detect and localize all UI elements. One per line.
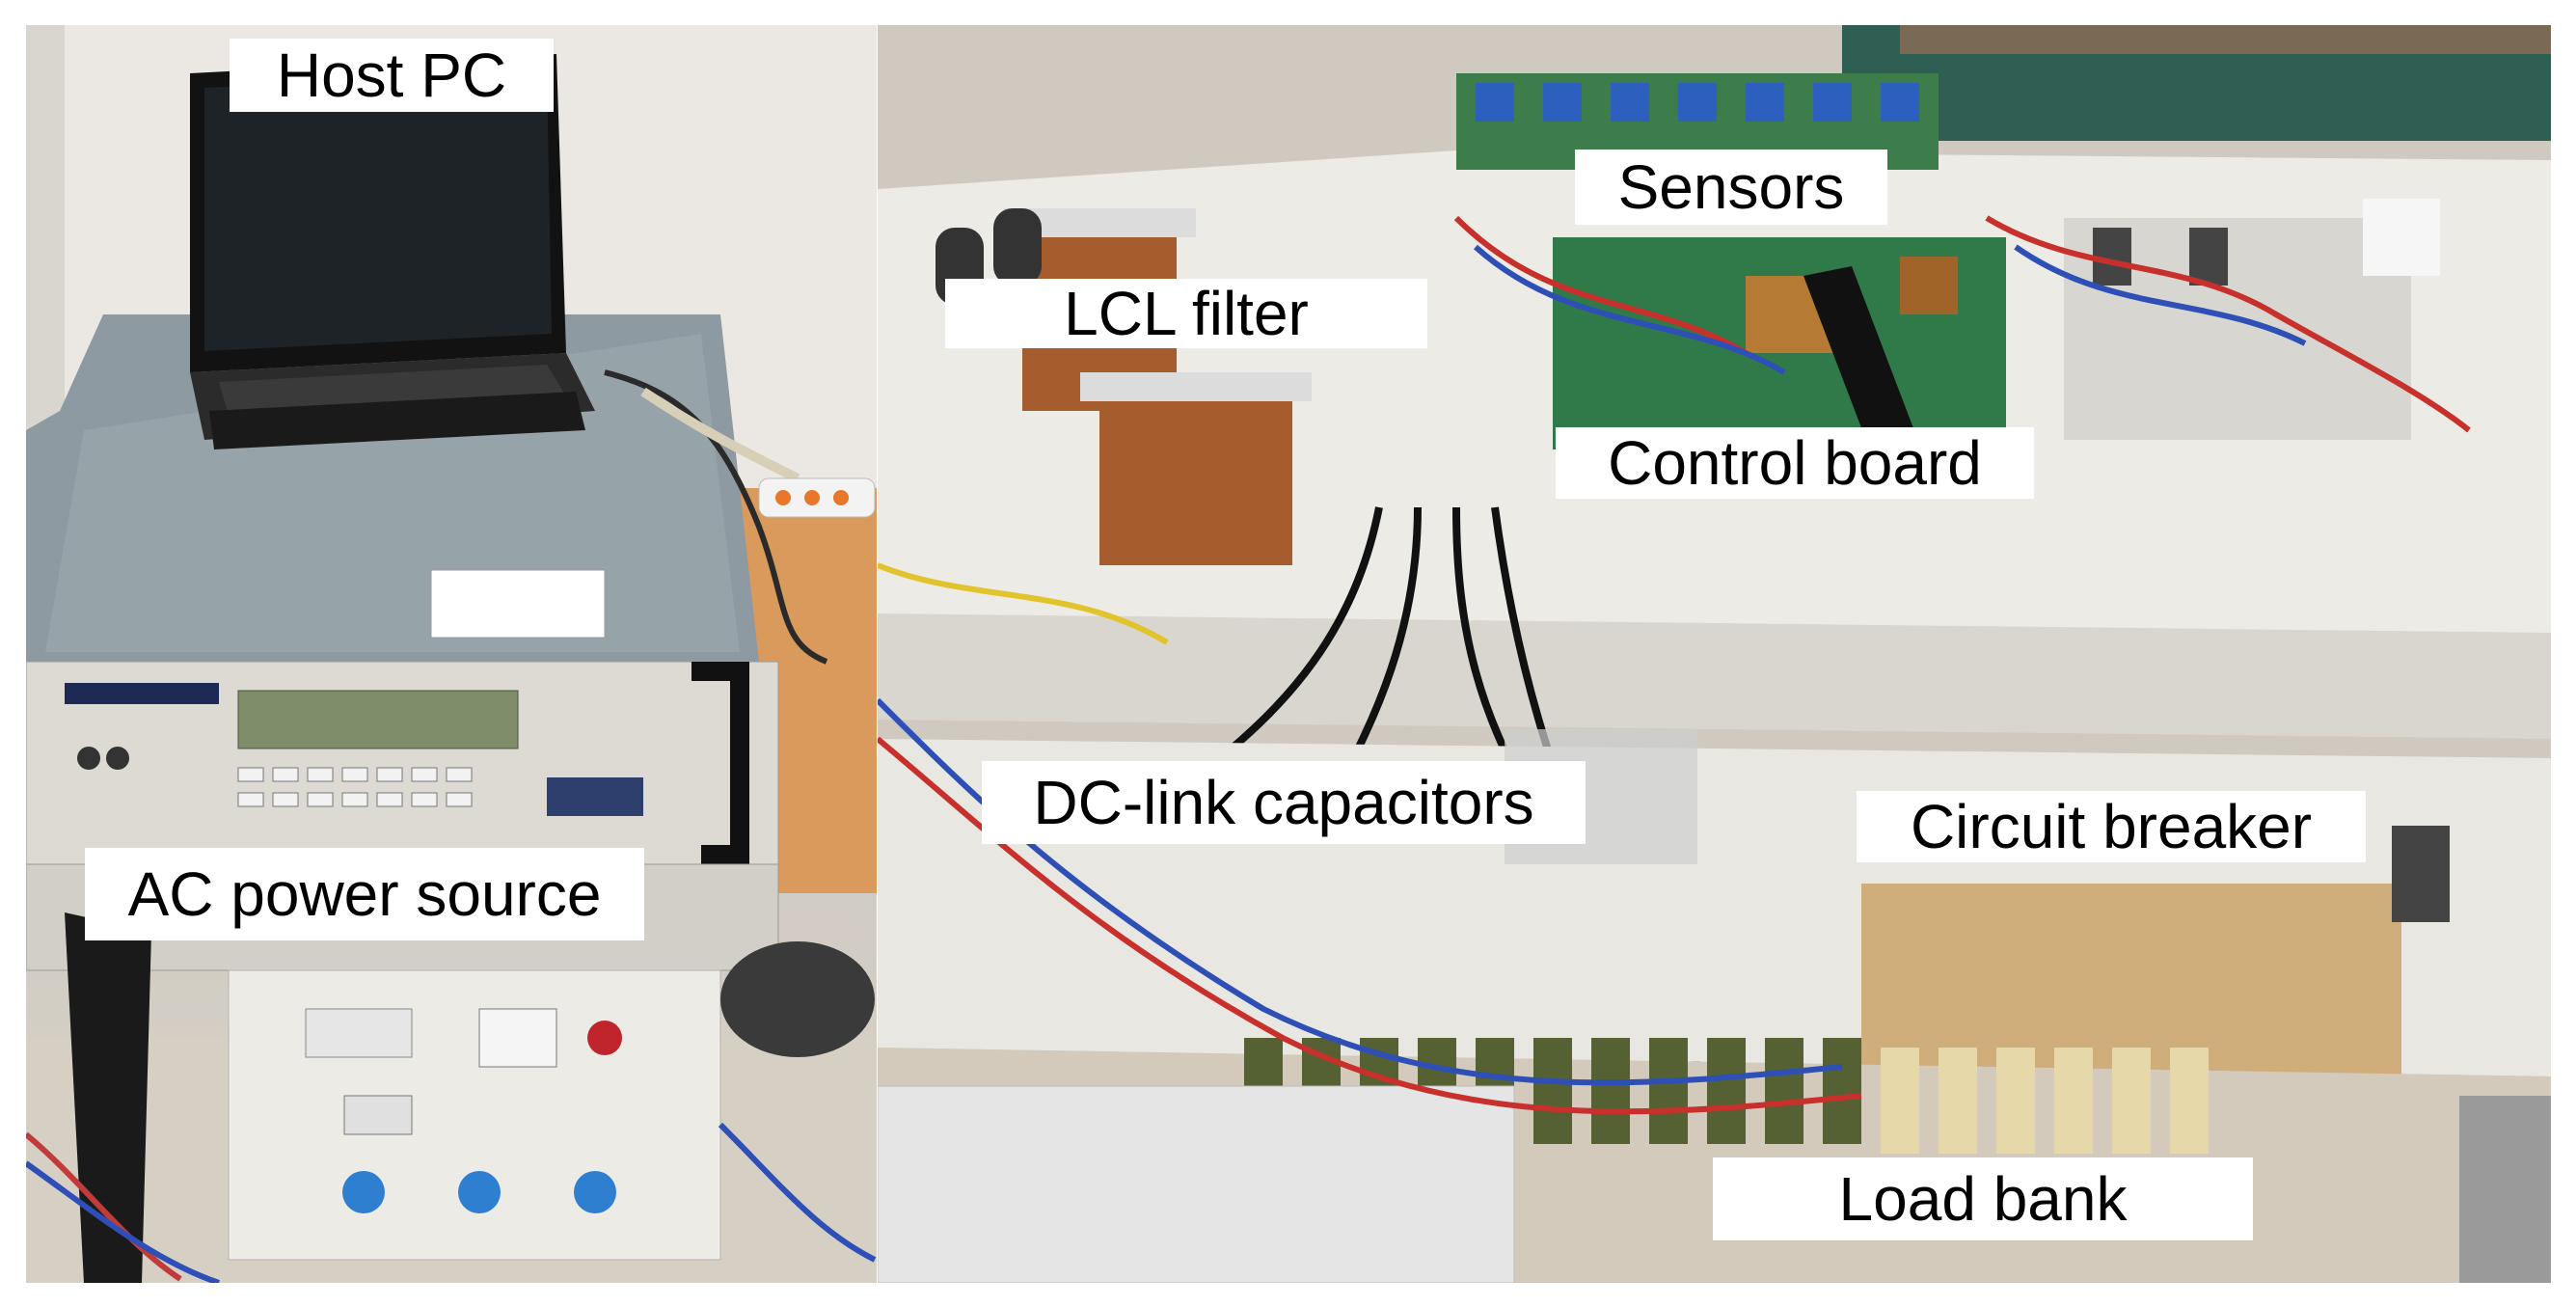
ac-power-source-label: AC power source [85,848,644,940]
load-bank-label: Load bank [1713,1157,2253,1240]
laptop-illustration [190,54,595,449]
photo-left-ac-source-stack [26,25,877,1283]
control-board-label: Control board [1556,427,2034,499]
sensors-label: Sensors [1575,150,1887,225]
lcl-filter-label: LCL filter [945,279,1427,348]
circuit-breaker-label: Circuit breaker [1857,791,2366,862]
power-source-display [237,690,519,749]
transformer-cabinet [228,969,721,1261]
left-photo-illustration [26,25,877,1283]
dc-link-capacitors-label: DC-link capacitors [982,761,1586,844]
device-sticker [430,569,606,639]
host-pc-label: Host PC [230,39,554,112]
